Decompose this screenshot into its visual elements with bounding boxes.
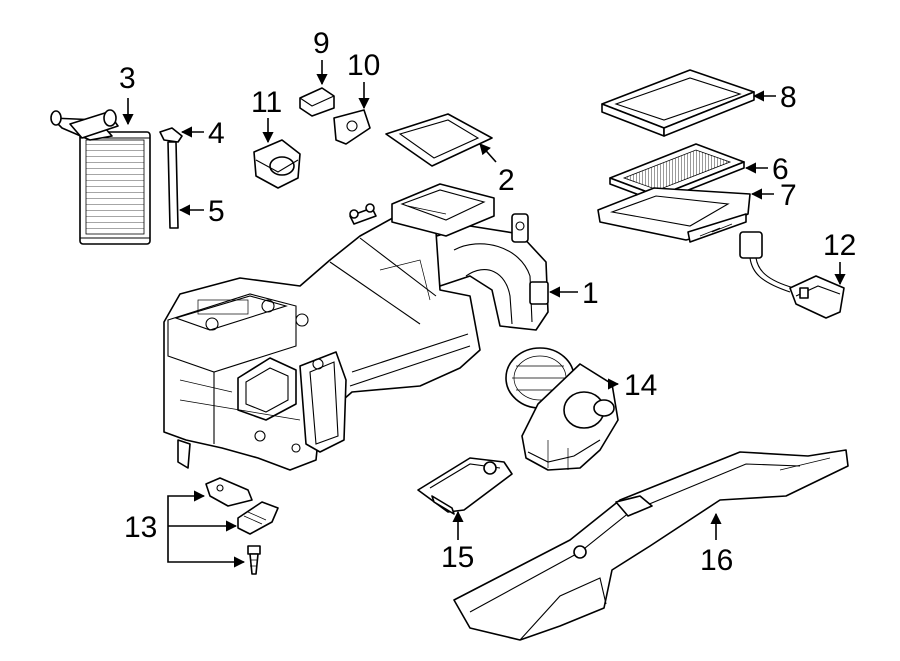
callout-11: 11 [251, 86, 282, 119]
callout-9: 9 [313, 27, 330, 60]
callout-12: 12 [823, 229, 856, 262]
callout-14: 14 [624, 369, 657, 402]
actuator-harness [739, 231, 845, 319]
rod [167, 141, 179, 229]
heater-core [50, 109, 151, 245]
hardware-screw [247, 545, 261, 575]
floor-duct [453, 449, 849, 641]
heater-case [163, 183, 549, 471]
blower-resistor [417, 457, 513, 515]
callout-13: 13 [124, 511, 157, 544]
callout-2: 2 [498, 164, 515, 197]
callout-1: 1 [582, 277, 599, 310]
leader-13c [167, 526, 246, 568]
leader-13a [167, 490, 206, 526]
hardware-clip-a [205, 477, 253, 507]
leader-lines [122, 60, 846, 568]
callout-4: 4 [208, 117, 225, 150]
hardware-clip-b [237, 501, 279, 535]
filter-cover [601, 69, 755, 137]
callout-labels: 1 2 3 4 5 6 7 8 9 10 11 12 13 14 15 16 [119, 27, 856, 577]
callout-8: 8 [780, 81, 797, 114]
callout-16: 16 [700, 544, 733, 577]
bracket [159, 127, 183, 143]
callout-5: 5 [208, 195, 225, 228]
filter-housing [597, 187, 751, 243]
gasket [385, 113, 493, 167]
seal-plate [333, 109, 371, 145]
callout-3: 3 [119, 62, 136, 95]
clip [299, 87, 335, 117]
callout-6: 6 [772, 153, 789, 186]
blower-motor [505, 347, 619, 471]
callout-10: 10 [347, 49, 380, 82]
grommet [253, 139, 301, 189]
callout-7: 7 [780, 179, 797, 212]
callout-15: 15 [441, 541, 474, 574]
leader-2 [479, 143, 497, 163]
